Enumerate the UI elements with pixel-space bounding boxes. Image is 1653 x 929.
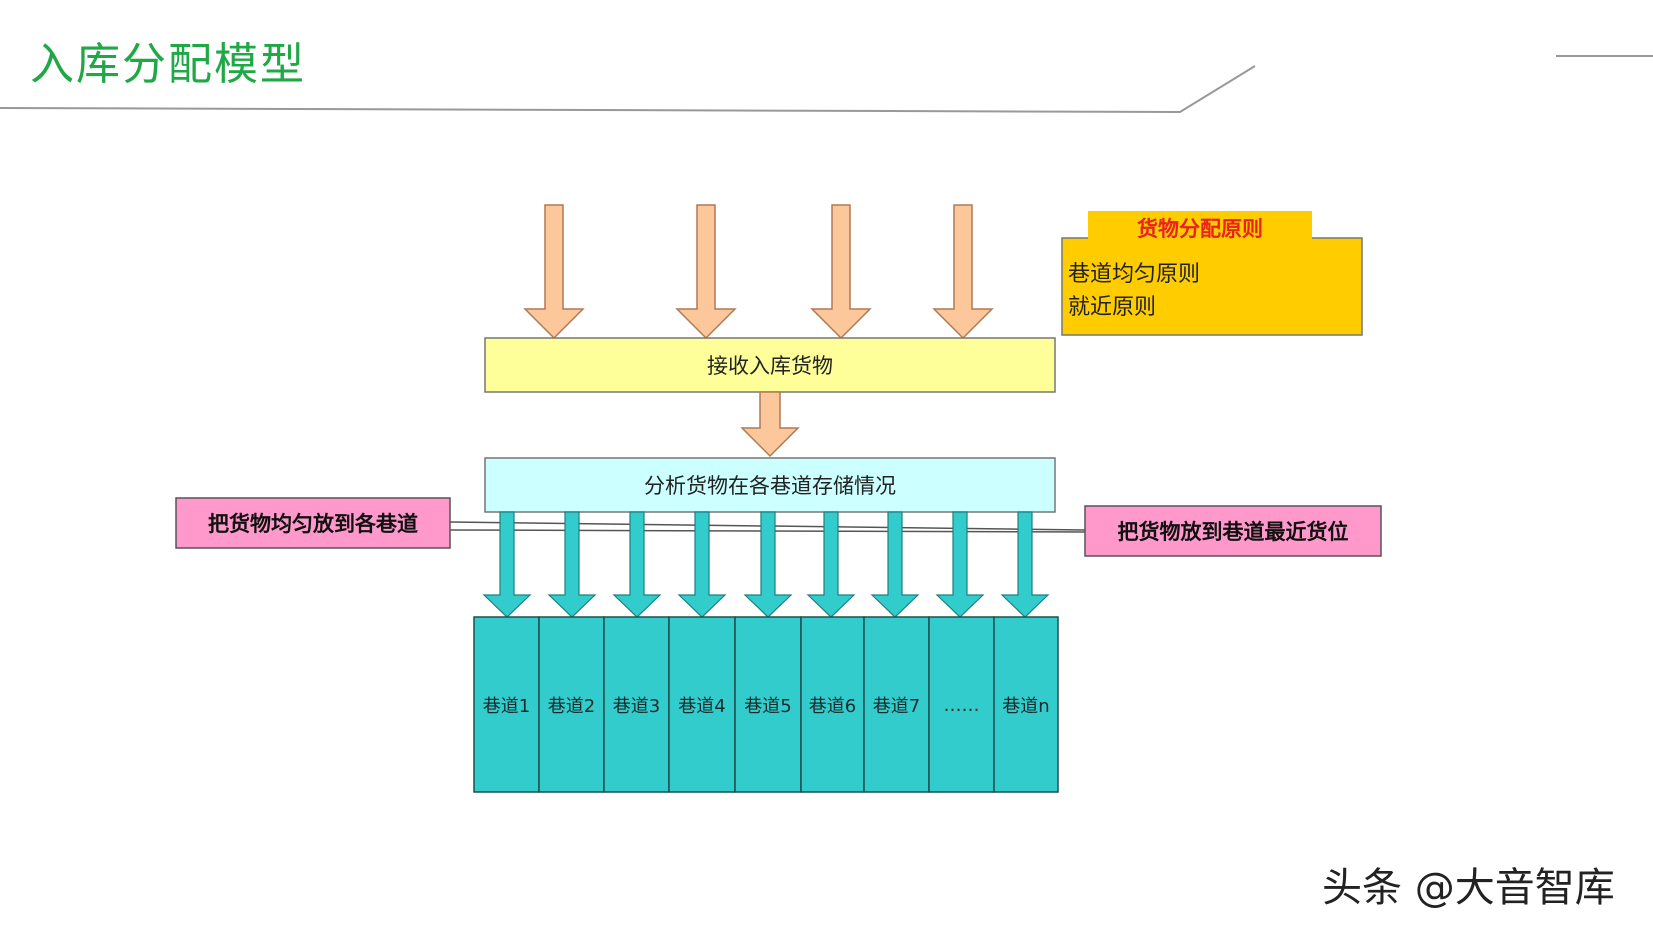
lane-box-2 [538,616,605,793]
lane-arrow-8 [935,511,985,618]
principle-item: 就近原则 [1068,295,1157,320]
lane-arrow-1 [482,511,532,618]
principle-title: 货物分配原则 [1137,217,1263,241]
incoming-arrow-1 [523,204,585,340]
lane-box-9 [993,616,1059,793]
lane-box-8 [928,616,995,793]
lane-arrow-9 [1000,511,1050,618]
lane-boxes [473,616,1059,793]
header-rule [0,65,1256,114]
lane-label-2: 巷道2 [547,696,596,717]
lane-box-4 [668,616,736,793]
receive-box [484,337,1056,393]
lane-label-n: 巷道n [1002,696,1050,717]
lane-arrow-5 [743,511,793,618]
lane-box-1 [473,616,540,793]
right-note-box [1084,505,1382,557]
analyze-box [484,457,1056,513]
principle-box [1061,237,1363,336]
lane-arrow-7 [870,511,920,618]
lane-label-5: 巷道5 [744,696,792,717]
left-note-box [175,497,451,549]
lane-box-5 [734,616,802,793]
lane-label-4: 巷道4 [678,696,726,717]
lane-arrow-2 [547,511,597,618]
incoming-arrow-3 [810,204,872,340]
lane-label-1: 巷道1 [482,696,531,717]
receive-box-label: 接收入库货物 [707,354,833,378]
left-note-label: 把货物均匀放到各巷道 [208,512,418,536]
incoming-arrow-2 [675,204,737,340]
lane-label-3: 巷道3 [612,696,661,717]
incoming-arrows [523,204,994,340]
receive-to-analyze-arrow [740,391,800,458]
incoming-arrow-4 [932,204,994,340]
lane-label-6: 巷道6 [808,696,857,717]
lane-label-ellipsis: …… [943,694,980,716]
lane-box-3 [603,616,670,793]
principle-tab [1088,211,1312,245]
lane-arrow-6 [806,511,856,618]
lane-arrows [482,511,1050,618]
lane-label-7: 巷道7 [872,696,921,717]
watermark: 头条 @大音智库 [1322,865,1615,911]
lane-arrow-4 [677,511,727,618]
lane-box-7 [863,616,930,793]
page-title: 入库分配模型 [30,39,306,90]
principle-item: 巷道均匀原则 [1068,262,1201,287]
lane-arrow-3 [612,511,662,618]
right-note-label: 把货物放到巷道最近货位 [1117,520,1349,544]
analyze-box-label: 分析货物在各巷道存储情况 [644,474,896,498]
